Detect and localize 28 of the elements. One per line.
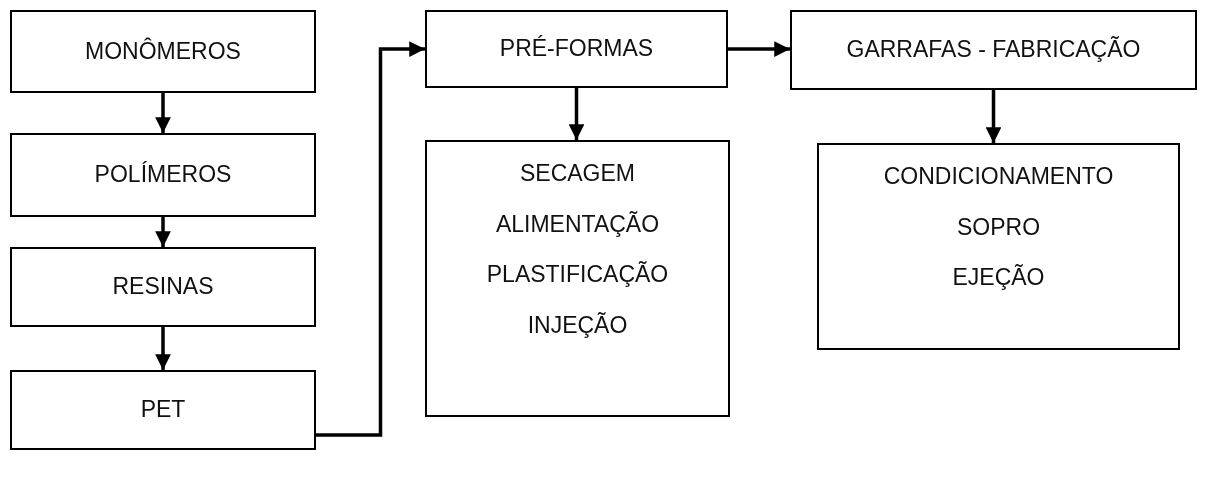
process-box (425, 10, 728, 88)
arrow (568, 88, 585, 140)
process-box (790, 10, 1197, 90)
step-label: PRÉ-FORMAS (499, 35, 654, 63)
process-box (10, 247, 316, 327)
step-label: GARRAFAS - FABRICAÇÃO (846, 36, 1141, 64)
step-label: POLÍMEROS (94, 161, 232, 189)
process-box (10, 370, 316, 450)
step-label: SECAGEM (520, 160, 635, 188)
step-label: PLASTIFICAÇÃO (486, 261, 669, 289)
process-box (10, 10, 316, 93)
arrow (985, 90, 1002, 143)
arrow (728, 41, 790, 57)
step-label: CONDICIONAMENTO (883, 163, 1114, 191)
step-label: MONÔMEROS (85, 37, 241, 66)
arrow (316, 41, 425, 437)
process-box (817, 143, 1180, 350)
arrow (155, 327, 171, 370)
arrow (155, 217, 171, 247)
step-label: INJEÇÃO (527, 311, 628, 340)
step-label: PET (140, 396, 186, 424)
step-label: ALIMENTAÇÃO (495, 210, 660, 239)
process-box (10, 133, 316, 217)
step-label: SOPRO (956, 213, 1041, 242)
process-box (425, 140, 730, 417)
step-label: RESINAS (112, 273, 214, 301)
arrow (155, 93, 171, 133)
step-label: EJEÇÃO (952, 264, 1045, 292)
